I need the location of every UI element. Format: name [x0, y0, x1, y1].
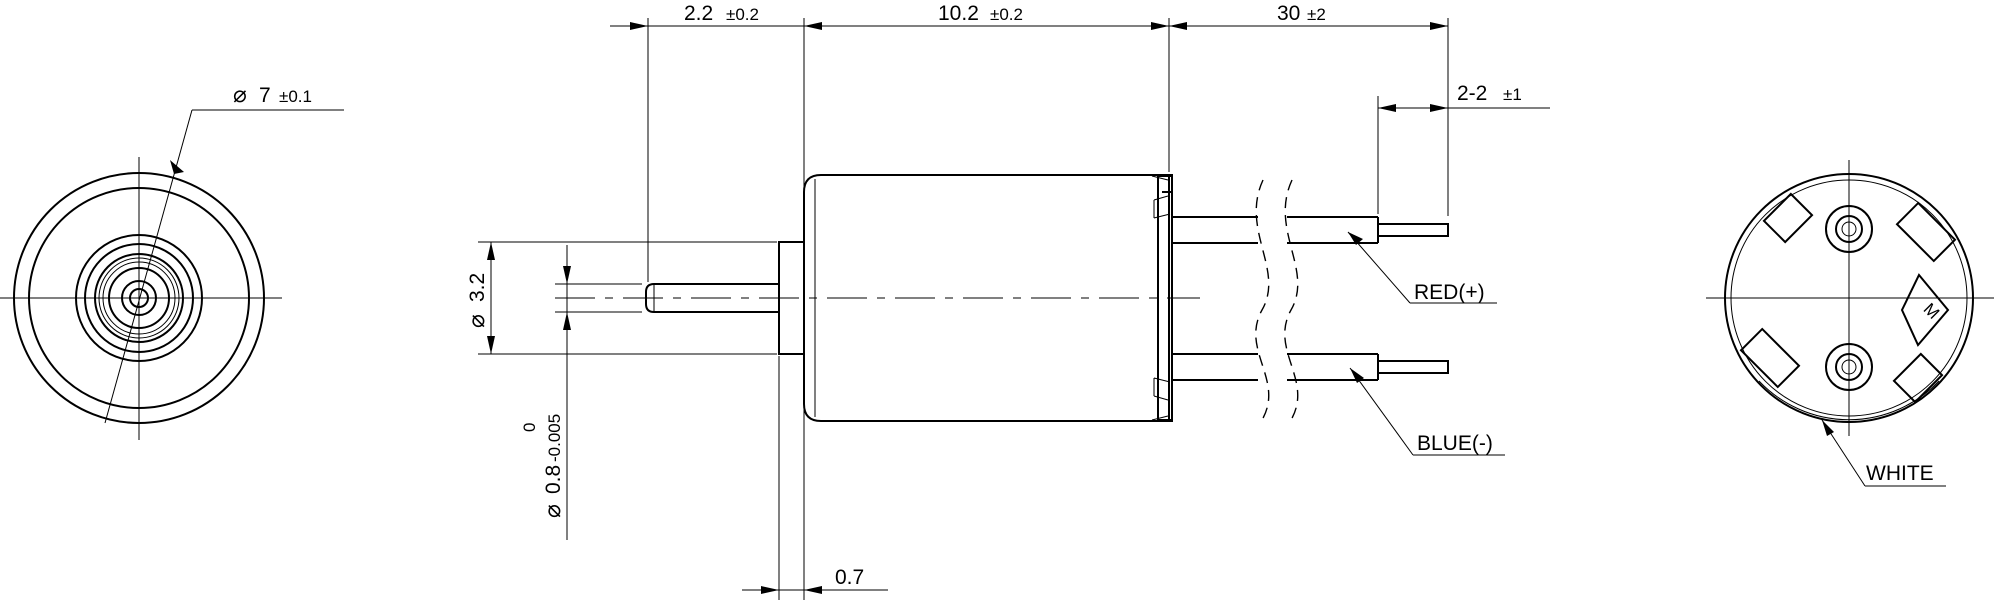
- red-wire-strip: [1377, 223, 1449, 237]
- red-leader: [1347, 231, 1411, 304]
- shaft-diameter-tol-lower: -0.005: [545, 414, 564, 462]
- flange-thickness-value: 0.7: [835, 566, 864, 589]
- terminal-top-inner: [1841, 221, 1857, 237]
- lead-length-tol: ±2: [1307, 5, 1326, 24]
- blue-wire: [1172, 353, 1449, 381]
- lead-strip-tol: ±1: [1503, 85, 1522, 104]
- front-bearing-ring-1: [98, 257, 180, 339]
- red-wire-label: RED(+): [1414, 281, 1485, 304]
- cap-detail-bottom: [1151, 377, 1171, 421]
- terminal-top-outer: [1825, 205, 1873, 253]
- rear-view: M WHITE: [1706, 160, 1994, 487]
- side-view: RED(+) BLUE(-) 2.2 ±0.2 10.2 ±0.2 30 ±2 …: [464, 2, 1550, 600]
- brush-slot-top-left: [1762, 192, 1814, 244]
- brush-slot-bottom-left: [1739, 327, 1801, 389]
- white-mark-arc: [1758, 380, 1940, 421]
- front-outer-circle: [13, 172, 265, 424]
- rear-inner-circle: [1730, 179, 1968, 417]
- front-bearing-ring-2: [102, 261, 176, 335]
- blue-leader-arrow: [1350, 368, 1364, 383]
- white-mark-label: WHITE: [1866, 462, 1934, 485]
- terminal-bottom-inner: [1841, 359, 1857, 375]
- shaft-diameter-value: 0.8: [542, 465, 565, 494]
- terminal-bottom-outer: [1825, 343, 1873, 391]
- shaft-length-value: 2.2: [684, 2, 713, 25]
- brush-slot-top-right: [1895, 201, 1957, 263]
- lead-length-value: 30: [1277, 2, 1300, 25]
- front-shaft-inner: [129, 288, 149, 308]
- terminal-bottom-mid: [1835, 353, 1863, 381]
- shaft-length-tol: ±0.2: [726, 5, 759, 24]
- outer-diameter-symbol: ⌀: [233, 82, 247, 108]
- diameter-leader: [104, 109, 193, 424]
- polarity-triangle: [1900, 273, 1950, 347]
- front-shaft-outer: [121, 280, 157, 316]
- rear-outer-circle: [1724, 173, 1974, 423]
- brush-slot-bottom-right: [1892, 352, 1944, 404]
- rear-cap-outline: [1157, 175, 1173, 421]
- blue-wire-strip: [1377, 360, 1449, 374]
- boss-diameter-value: 3.2: [466, 273, 489, 302]
- shaft: [645, 283, 779, 313]
- break-line-left: [1255, 179, 1270, 421]
- diameter-arrow: [170, 160, 184, 174]
- blue-wire-label: BLUE(-): [1417, 432, 1493, 455]
- body-length-value: 10.2: [938, 2, 979, 25]
- red-wire: [1172, 216, 1449, 244]
- red-leader-arrow: [1348, 232, 1363, 245]
- cap-detail-top: [1151, 175, 1171, 219]
- lead-strip-value: 2-2: [1457, 82, 1487, 105]
- front-view: ⌀ 7 ±0.1: [0, 82, 344, 440]
- shaft-diameter-tol-upper: 0: [520, 423, 539, 432]
- white-leader-arrow: [1822, 420, 1834, 436]
- front-boss-outer: [75, 234, 203, 362]
- front-boss-inner: [84, 243, 194, 353]
- outer-diameter-tol: ±0.1: [279, 87, 312, 106]
- break-line-right: [1284, 179, 1299, 421]
- front-bearing-outer: [94, 253, 184, 343]
- front-bearing-inner: [108, 267, 170, 329]
- outer-diameter-value: 7: [259, 84, 271, 107]
- body-length-tol: ±0.2: [990, 5, 1023, 24]
- front-inner-circle: [28, 187, 250, 409]
- terminal-top-mid: [1835, 215, 1863, 243]
- boss-diameter-symbol: ⌀: [464, 314, 490, 328]
- shaft-diameter-symbol: ⌀: [540, 504, 566, 518]
- blue-leader: [1349, 367, 1414, 456]
